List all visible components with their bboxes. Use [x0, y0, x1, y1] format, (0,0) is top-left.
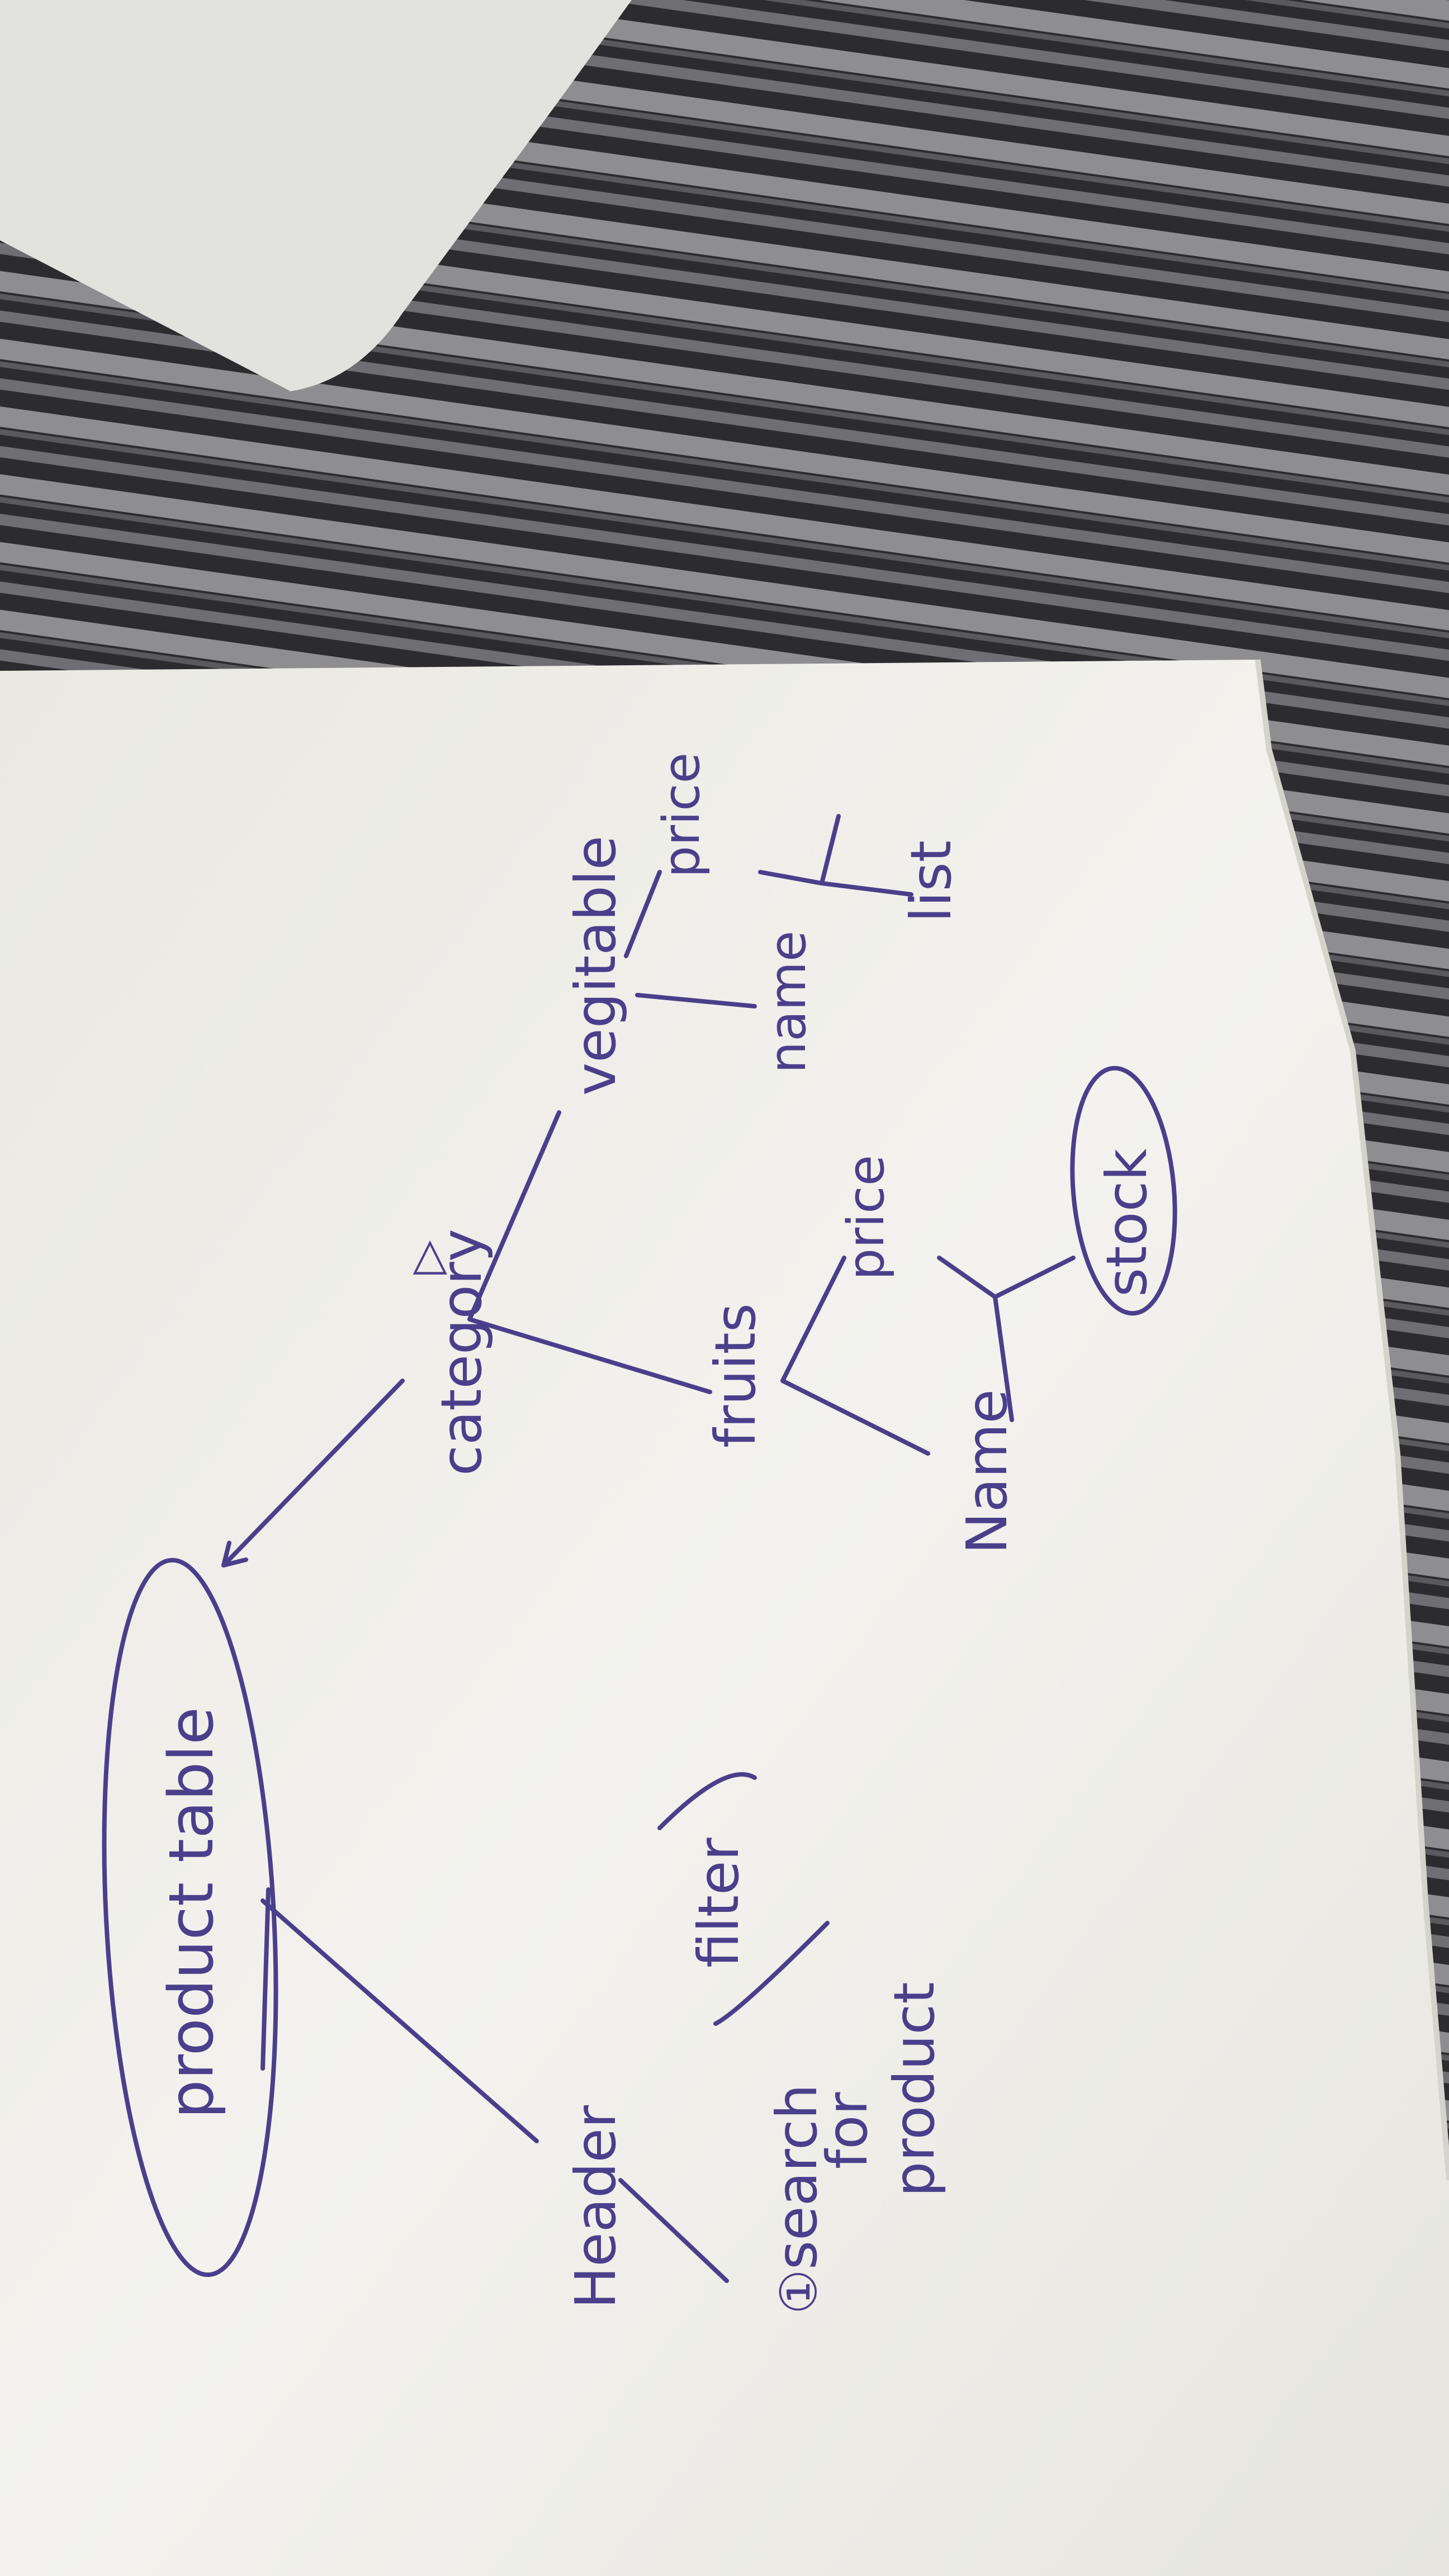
branch-fruits-label: fruits: [703, 1303, 768, 1448]
category-marker: ▷: [400, 1240, 452, 1275]
root-underline: [261, 1887, 271, 2071]
search-label-line2: for: [815, 2092, 880, 2169]
laptop-corner: [0, 0, 632, 391]
edge-category-branches: [467, 1110, 712, 1394]
filter-paren-right: [713, 1921, 830, 2026]
category-label: category: [429, 1229, 494, 1476]
paper-sheet: [0, 660, 1449, 2576]
vegitable-child-name: name: [759, 931, 817, 1073]
edge-fruits-children: [780, 1256, 930, 1456]
filter-label: filter: [686, 1837, 751, 1968]
edge-root-category: [221, 1379, 405, 1568]
fruits-extra-stock: stock: [1094, 1149, 1159, 1297]
vegitable-child-price: price: [652, 752, 711, 878]
search-label-line3: product: [882, 1982, 947, 2197]
labels: product table Header ① search for produc…: [155, 752, 1159, 2314]
edge-root-header: [261, 1898, 539, 2143]
fruits-child-name: Name: [954, 1389, 1020, 1554]
diagram: [102, 814, 1177, 2283]
edge-header-search: [618, 2178, 729, 2283]
edge-veg-children: [624, 870, 757, 1008]
branch-vegitable-label: vegitable: [563, 836, 628, 1096]
header-label: Header: [563, 2105, 628, 2309]
search-marker: ①: [770, 2269, 828, 2314]
vegitable-extra-list: list: [898, 840, 964, 922]
search-label-line1: search: [764, 2084, 830, 2270]
filter-paren-left: [657, 1772, 757, 1830]
edge-fruits-stock: [937, 1256, 1076, 1422]
fruits-child-price: price: [837, 1155, 896, 1280]
edge-arrowhead: [221, 1541, 248, 1568]
root-label: product table: [155, 1707, 227, 2119]
edge-veg-list: [758, 814, 913, 897]
stock-circle: [1070, 1066, 1177, 1316]
paper-edge: [1255, 659, 1449, 2181]
